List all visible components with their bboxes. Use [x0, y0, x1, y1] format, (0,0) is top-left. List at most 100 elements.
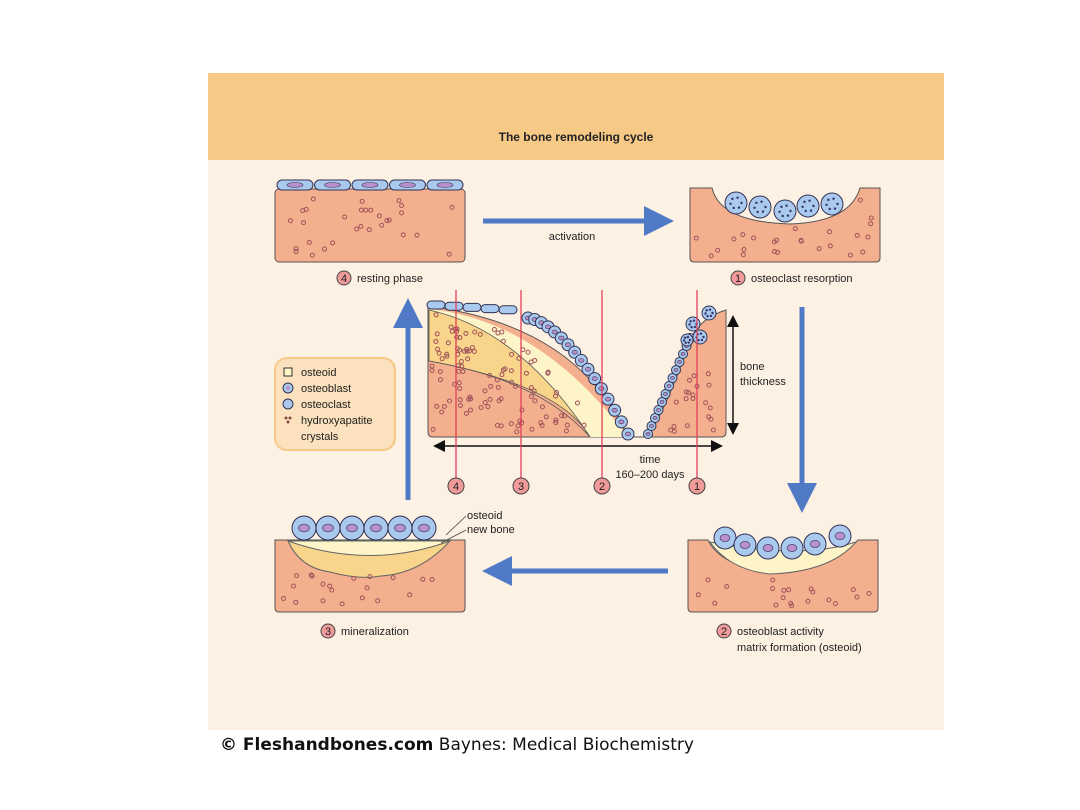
diagram-shape: [436, 182, 454, 188]
crystal-dot: [300, 220, 306, 226]
crystal-dot: [498, 396, 504, 402]
crystal-dot: [437, 369, 443, 375]
crystal-dot: [472, 329, 478, 335]
osteoclast-cell: [685, 316, 701, 332]
crystal-dot: [826, 229, 832, 235]
crystal-dot: [308, 572, 314, 578]
diagram-shape: [699, 332, 703, 335]
diagram-shape: [804, 209, 807, 213]
crystal-dot: [770, 577, 776, 583]
crystal-dot: [459, 363, 465, 369]
diagram-shape: [645, 432, 651, 436]
diagram-shape: matrix formation (osteoid): [737, 642, 862, 654]
crystal-dot: [310, 196, 316, 202]
crystal-dot: [396, 198, 402, 204]
diagram-shape: [673, 368, 679, 372]
stage-marker-number: 1: [694, 481, 700, 493]
diagram-shape: [740, 201, 743, 205]
diagram-shape: [760, 200, 763, 203]
diagram-shape: [544, 324, 551, 330]
diagram-shape: [370, 523, 382, 533]
crystal-dot: [445, 340, 451, 346]
crystal-dot: [553, 419, 559, 425]
diagram-shape: [604, 396, 611, 402]
crystal-dot: [487, 372, 493, 378]
diagram-shape: osteoclast resorption: [751, 273, 853, 285]
crystal-dot: [543, 414, 549, 420]
crystal-dot: [359, 198, 365, 204]
crystal-dot: [539, 404, 545, 410]
crystal-dot: [386, 217, 392, 223]
diagram-shape: [399, 182, 416, 188]
crystal-dot: [854, 594, 860, 600]
crystal-dot: [715, 247, 721, 253]
diagram-shape: [624, 431, 631, 437]
crystal-dot: [500, 338, 506, 344]
stage-marker-badge: [688, 477, 706, 495]
crystal-dot: [509, 351, 515, 357]
crystal-dot: [773, 602, 779, 608]
crystal-dot: [512, 383, 518, 389]
crystal-dot: [789, 603, 795, 609]
diagram-shape: [833, 207, 837, 210]
diagram-shape: [445, 515, 467, 536]
crystal-dot: [390, 575, 396, 581]
diagram-shape: resting phase: [357, 273, 423, 285]
diagram-shape: [686, 335, 690, 339]
crystal-dot: [488, 383, 494, 389]
crystal-dot: [485, 404, 491, 410]
crystal-dot: [545, 369, 551, 375]
crystal-dot: [327, 583, 333, 589]
diagram-shape: [663, 392, 668, 396]
crystal-dot: [827, 243, 833, 249]
crystal-dot: [457, 347, 463, 353]
diagram-shape: [739, 541, 751, 549]
crystal-dot: [708, 253, 714, 259]
diagram-shape: [683, 336, 687, 339]
crystal-dot: [444, 351, 450, 357]
crystal-dot: [399, 210, 405, 216]
crystal-dot: [860, 249, 866, 255]
diagram-shape: [697, 338, 700, 342]
crystal-dot: [866, 591, 872, 597]
diagram-shape: [428, 360, 591, 438]
crystal-dot: [868, 215, 874, 221]
crystal-dot: [446, 251, 452, 257]
crystal-dot: [458, 359, 464, 365]
crystal-dot: [740, 252, 746, 258]
diagram-shape: [426, 300, 446, 310]
crystal-dot: [781, 587, 787, 593]
diagram-shape: [729, 202, 732, 205]
crystal-dot: [673, 399, 679, 405]
crystal-dot: [509, 379, 515, 385]
diagram-shape: [276, 179, 464, 191]
crystal-dot: [433, 338, 439, 344]
diagram-shape: [346, 523, 358, 533]
copyright-caption: © Fleshandbones.com Baynes: Medical Bioc…: [220, 735, 694, 755]
crystal-dot: [559, 413, 565, 419]
caption-brand: © Fleshandbones.com: [220, 735, 434, 755]
crystal-dot: [482, 400, 488, 406]
diagram-shape: [702, 335, 705, 339]
crystal-dot: [865, 234, 871, 240]
crystal-dot: [444, 353, 450, 359]
diagram-shape: hydroxyapatite: [301, 415, 373, 427]
crystal-dot: [414, 232, 420, 238]
crystal-dot: [857, 197, 863, 203]
osteoblast-activity-panel: [687, 524, 879, 613]
diagram-shape: [336, 270, 352, 286]
crystal-dot: [435, 346, 441, 352]
diagram-shape: [480, 304, 500, 314]
diagram-shape: [687, 341, 690, 344]
diagram-shape: [287, 540, 451, 556]
diagram-shape: [429, 312, 716, 435]
diagram-shape: [684, 341, 687, 344]
diagram-shape: [666, 384, 672, 388]
crystal-dot: [499, 329, 505, 335]
diagram-shape: 4: [341, 273, 347, 285]
diagram-shape: [584, 367, 591, 372]
stage-marker-badge: [593, 477, 611, 495]
crystal-dot: [399, 202, 405, 208]
